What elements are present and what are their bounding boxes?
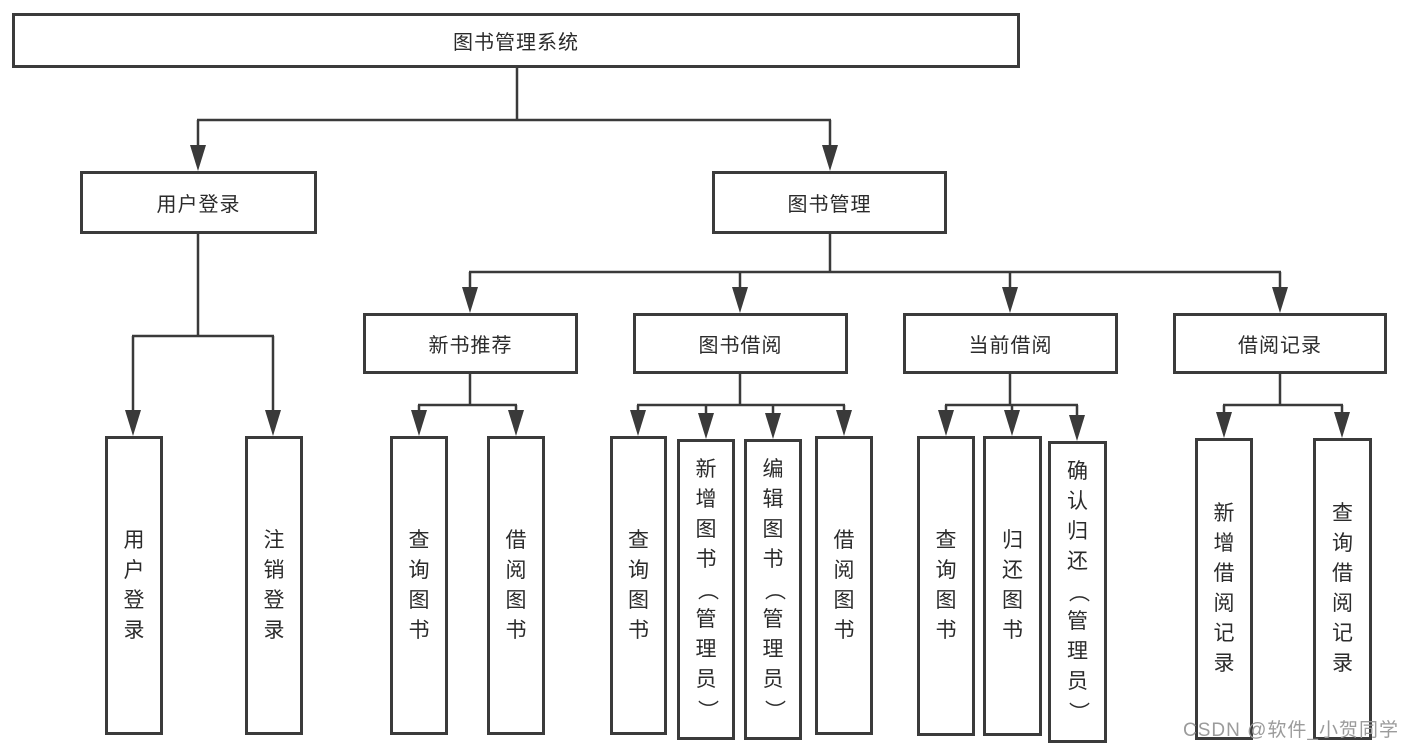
arrow-down-icon [1004, 410, 1020, 436]
node-current-borrow-label: 当前借阅 [968, 335, 1053, 357]
arrow-down-icon [822, 145, 838, 171]
arrow-down-icon [938, 410, 954, 436]
node-current-borrow: 当前借阅 [903, 313, 1118, 374]
node-book-management-label: 图书管理 [787, 194, 872, 216]
leaf-query-books-borrow: 查询图书 [610, 436, 667, 735]
arrow-down-icon [125, 410, 141, 436]
node-new-book-recommend: 新书推荐 [363, 313, 578, 374]
leaf-confirm-return-admin: 确认归还（管理员） [1048, 441, 1107, 743]
leaf-add-borrow-record: 新增借阅记录 [1195, 438, 1253, 740]
leaf-borrow-books-recommend: 借阅图书 [487, 436, 545, 735]
leaf-borrow-books: 借阅图书 [815, 436, 873, 735]
connector-current-borrow-to-children [938, 374, 1085, 441]
leaf-edit-books-admin: 编辑图书（管理员） [744, 439, 802, 740]
arrow-down-icon [630, 410, 646, 436]
connector-new-book-to-children [411, 374, 524, 436]
node-user-login: 用户登录 [80, 171, 317, 234]
leaf-return-books: 归还图书 [983, 436, 1042, 736]
leaf-query-borrow-record: 查询借阅记录 [1313, 438, 1372, 740]
node-book-borrow-label: 图书借阅 [698, 335, 783, 357]
leaf-user-login: 用户登录 [105, 436, 163, 735]
connector-root-to-level2 [190, 66, 838, 171]
arrow-down-icon [836, 410, 852, 436]
node-borrow-records: 借阅记录 [1173, 313, 1387, 374]
arrow-down-icon [1334, 412, 1350, 438]
arrow-down-icon [732, 287, 748, 313]
connector-user-login-to-children [125, 233, 281, 436]
node-borrow-records-label: 借阅记录 [1238, 335, 1322, 357]
node-book-borrow: 图书借阅 [633, 313, 848, 374]
node-user-login-label: 用户登录 [156, 194, 241, 216]
arrow-down-icon [698, 413, 714, 439]
csdn-watermark: CSDN @软件_小贺同学 [1183, 720, 1399, 741]
leaf-add-books-admin: 新增图书（管理员） [677, 439, 735, 740]
node-new-book-recommend-label: 新书推荐 [428, 335, 513, 357]
node-book-management: 图书管理 [712, 171, 947, 234]
arrow-down-icon [411, 410, 427, 436]
arrow-down-icon [1216, 412, 1232, 438]
connector-book-management-to-level3 [462, 233, 1288, 313]
arrow-down-icon [765, 413, 781, 439]
arrow-down-icon [508, 410, 524, 436]
arrow-down-icon [1002, 287, 1018, 313]
leaf-logout: 注销登录 [245, 436, 303, 735]
connector-borrow-records-to-children [1216, 374, 1350, 438]
connector-book-borrow-to-children [630, 374, 852, 439]
node-root-system: 图书管理系统 [12, 13, 1020, 68]
arrow-down-icon [1272, 287, 1288, 313]
arrow-down-icon [190, 145, 206, 171]
leaf-query-books-recommend: 查询图书 [390, 436, 448, 735]
arrow-down-icon [1069, 415, 1085, 441]
arrow-down-icon [462, 287, 478, 313]
leaf-query-books-current: 查询图书 [917, 436, 975, 736]
node-root-label: 图书管理系统 [453, 32, 579, 54]
arrow-down-icon [265, 410, 281, 436]
